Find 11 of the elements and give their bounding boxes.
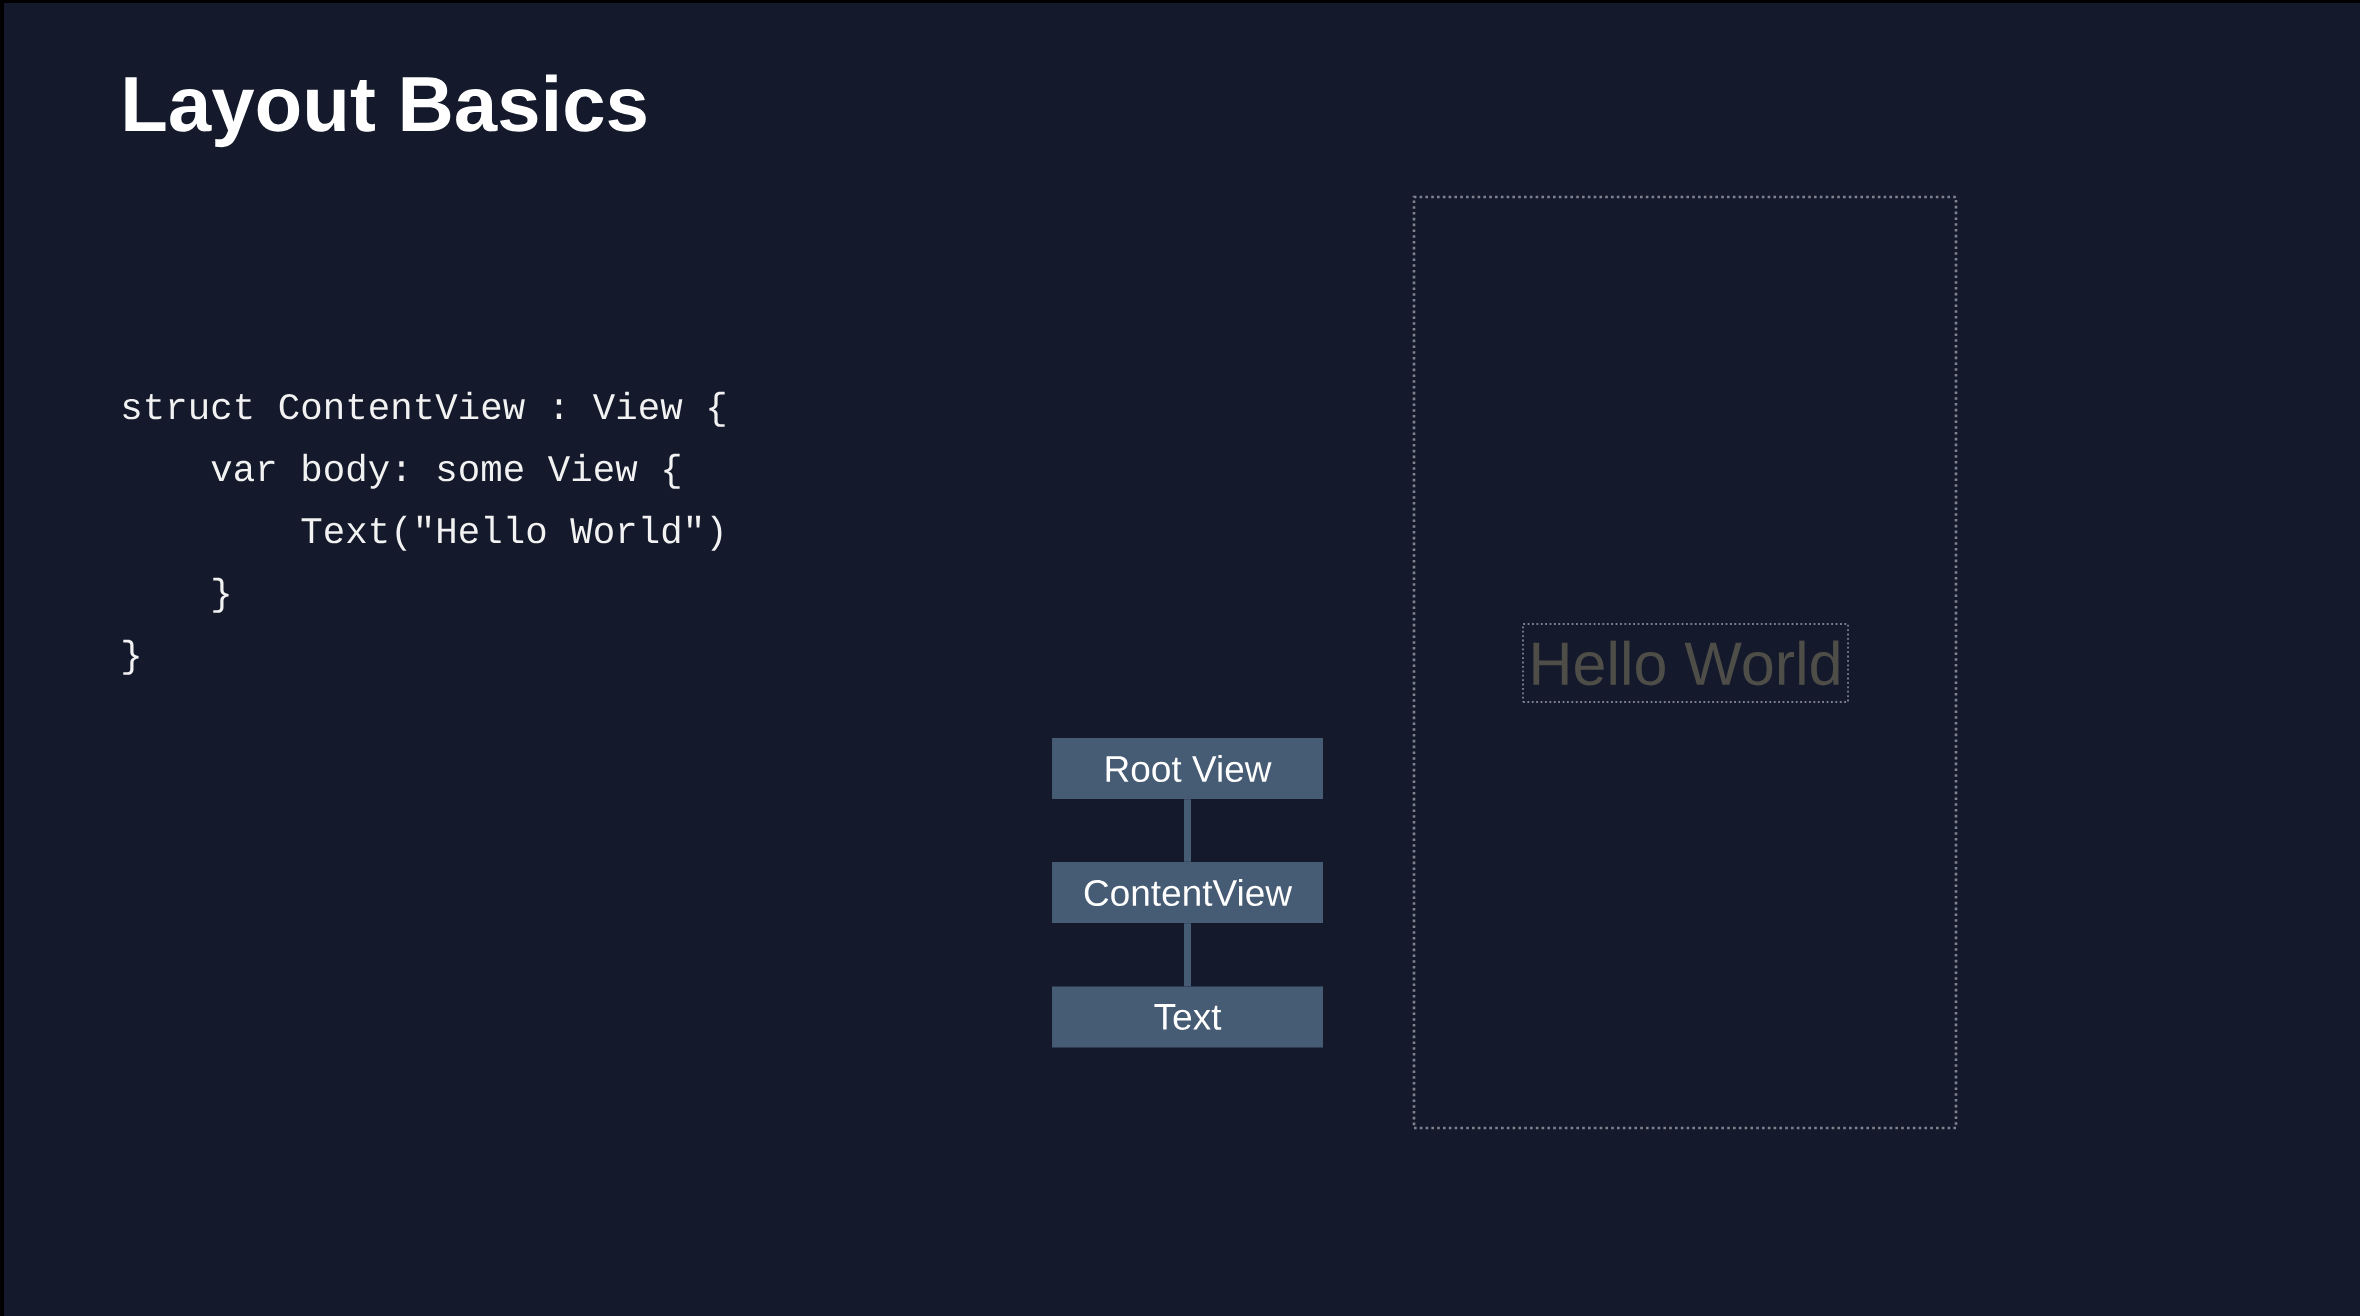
screen-frame: [1412, 195, 1958, 1130]
title: Layout Basics: [125, 74, 646, 148]
view-box: Text: [1052, 986, 1323, 1048]
code-line: }: [213, 577, 229, 613]
code-line: var body: some View {: [211, 453, 680, 489]
code-line: }: [123, 639, 139, 675]
view-box: Root View: [1052, 738, 1323, 799]
dotted-text-box: Hello World: [1522, 623, 1849, 703]
code-line: Text("Hello World"): [301, 515, 722, 551]
code-line: struct ContentView : View {: [123, 391, 725, 427]
view-box: ContentView: [1052, 862, 1323, 923]
